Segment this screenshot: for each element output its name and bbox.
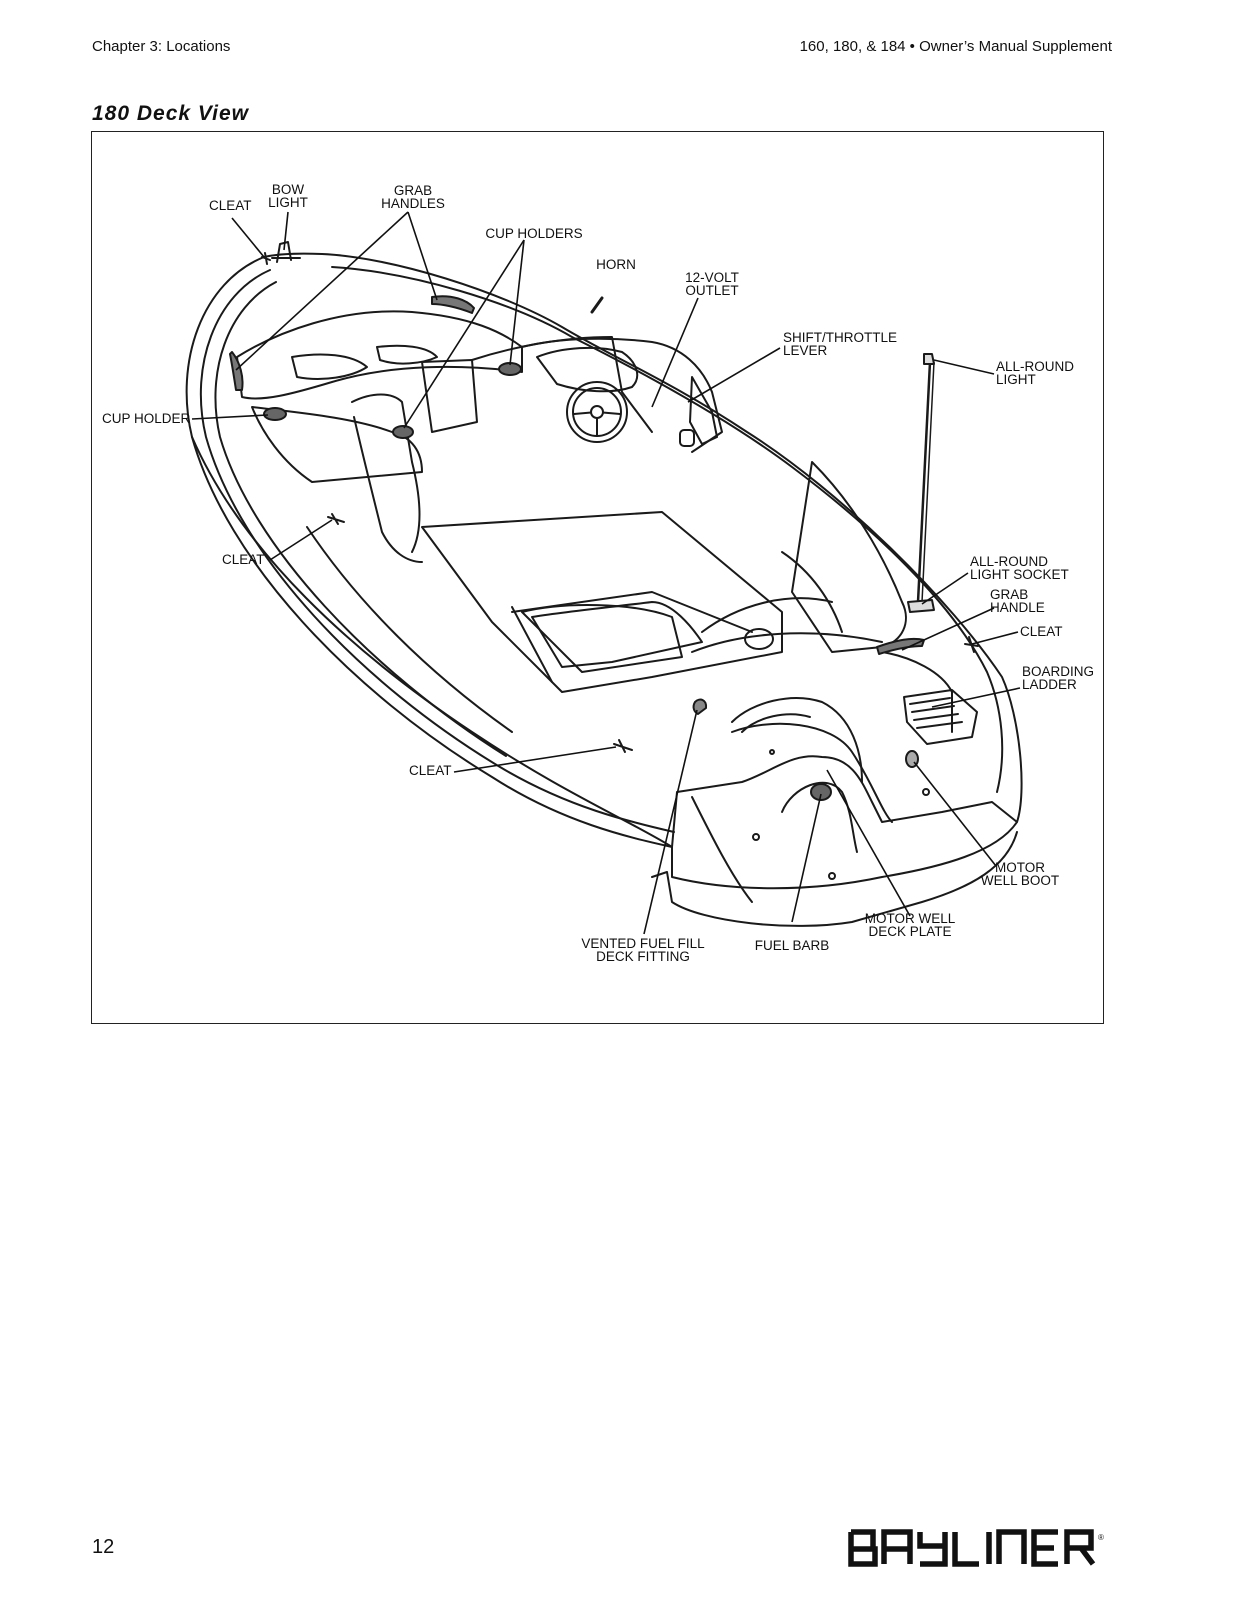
callout-all-round-light-line1: ALL-ROUND bbox=[996, 359, 1074, 374]
callout-bow-light-line2: LIGHT bbox=[268, 195, 308, 210]
callout-boarding-ladder-line2: LADDER bbox=[1022, 677, 1077, 692]
callout-grab-handle-line1: GRAB bbox=[990, 587, 1028, 602]
running-header-chapter: Chapter 3: Locations bbox=[92, 38, 231, 55]
callout-vented-fuel-fill-line2: DECK FITTING bbox=[596, 949, 690, 964]
svg-text:®: ® bbox=[1098, 1533, 1104, 1542]
callout-all-round-light-line2: LIGHT bbox=[996, 372, 1036, 387]
callout-shift-throttle-line1: SHIFT/THROTTLE bbox=[783, 330, 897, 345]
callout-volt-outlet-line2: OUTLET bbox=[685, 283, 738, 298]
callout-shift-throttle-line2: LEVER bbox=[783, 343, 828, 358]
callout-grab-handle-line2: HANDLE bbox=[990, 600, 1045, 615]
boat-drawing bbox=[185, 241, 1023, 927]
callout-motor-well-deck-plate-line2: DECK PLATE bbox=[868, 924, 951, 939]
callout-bow-light-line1: BOW bbox=[272, 182, 305, 197]
callout-cup-holder: CUP HOLDER bbox=[102, 411, 191, 426]
callout-cup-holders: CUP HOLDERS bbox=[485, 226, 582, 241]
callout-fuel-barb: FUEL BARB bbox=[755, 938, 830, 953]
callout-all-round-light-socket-line2: LIGHT SOCKET bbox=[970, 567, 1069, 582]
callout-motor-well-boot-line1: MOTOR bbox=[995, 860, 1045, 875]
callout-cleat-port: CLEAT bbox=[222, 552, 265, 567]
section-title: 180 Deck View bbox=[92, 102, 249, 125]
callout-labels: CLEAT BOW LIGHT GRAB HANDLES CUP HOLDERS… bbox=[102, 182, 1094, 964]
callout-all-round-light-socket-line1: ALL-ROUND bbox=[970, 554, 1048, 569]
callout-grab-handles-line2: HANDLES bbox=[381, 196, 445, 211]
callout-motor-well-boot-line2: WELL BOOT bbox=[981, 873, 1059, 888]
callout-cleat-bow: CLEAT bbox=[209, 198, 252, 213]
page-number: 12 bbox=[92, 1536, 115, 1558]
boat-deck-diagram: CLEAT BOW LIGHT GRAB HANDLES CUP HOLDERS… bbox=[102, 182, 1094, 964]
callout-volt-outlet-line1: 12-VOLT bbox=[685, 270, 739, 285]
callout-grab-handles-line1: GRAB bbox=[394, 183, 432, 198]
callout-horn: HORN bbox=[596, 257, 636, 272]
running-header-manual: 160, 180, & 184 • Owner’s Manual Supplem… bbox=[799, 38, 1112, 55]
callout-boarding-ladder-line1: BOARDING bbox=[1022, 664, 1094, 679]
callout-vented-fuel-fill-line1: VENTED FUEL FILL bbox=[581, 936, 705, 951]
deck-view-figure: CLEAT BOW LIGHT GRAB HANDLES CUP HOLDERS… bbox=[91, 131, 1104, 1024]
callout-leaders bbox=[191, 211, 1021, 935]
bayliner-logo: ® bbox=[848, 1529, 1104, 1567]
callout-motor-well-deck-plate-line1: MOTOR WELL bbox=[865, 911, 956, 926]
callout-cleat-stern-port: CLEAT bbox=[409, 763, 452, 778]
callout-cleat-stern-starboard: CLEAT bbox=[1020, 624, 1063, 639]
